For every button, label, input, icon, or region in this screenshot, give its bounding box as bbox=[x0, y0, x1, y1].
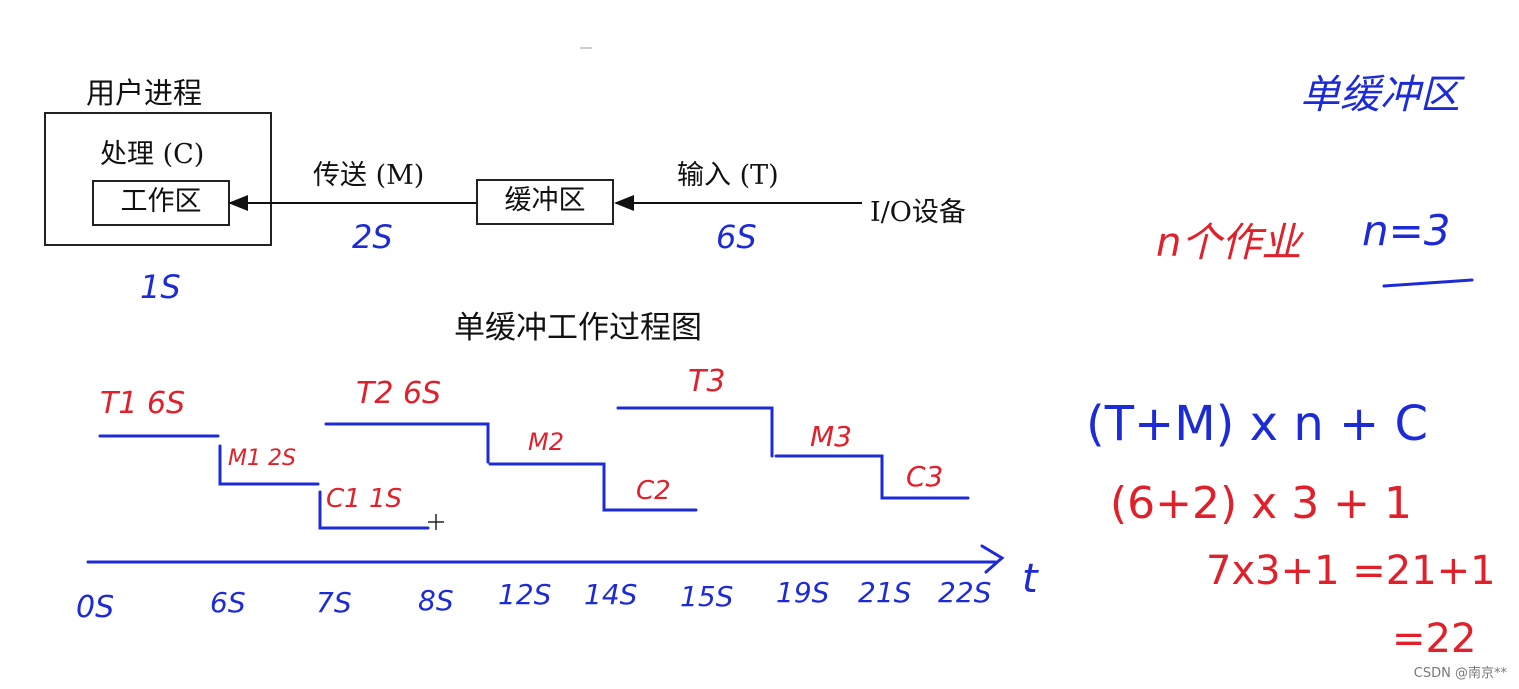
segment-t3 bbox=[616, 406, 774, 458]
formula-line-2: (6+2) x 3 + 1 bbox=[1110, 478, 1413, 529]
transfer-label: 传送 (M) bbox=[313, 160, 425, 191]
user-process-label: 用户进程 bbox=[86, 76, 203, 110]
time-axis-arrowhead bbox=[980, 544, 1005, 574]
segment-t2 bbox=[324, 422, 490, 464]
tick-label: 8S bbox=[418, 584, 454, 617]
diagram-title: 单缓冲工作过程图 bbox=[454, 310, 702, 346]
n-underline bbox=[1382, 278, 1474, 288]
formula-line-4: =22 bbox=[1392, 616, 1477, 662]
label-m3: M3 bbox=[810, 420, 852, 453]
label-m1: M1 2S bbox=[228, 446, 296, 471]
io-device-label: I/O设备 bbox=[870, 197, 966, 228]
label-c1: C1 1S bbox=[326, 484, 403, 514]
label-c3: C3 bbox=[906, 460, 944, 493]
user-process-box: 处理 (C) 工作区 bbox=[44, 112, 272, 246]
tick-label: 22S bbox=[938, 576, 992, 609]
n-jobs-note: n个作业 bbox=[1156, 220, 1302, 266]
work-area-box: 工作区 bbox=[92, 180, 230, 226]
label-t3: T3 bbox=[688, 364, 726, 399]
segment-m2 bbox=[488, 462, 698, 512]
input-label: 输入 (T) bbox=[677, 160, 779, 191]
tick-label: 0S bbox=[76, 590, 115, 625]
label-c2: C2 bbox=[636, 476, 671, 506]
tick-label: 6S bbox=[210, 586, 246, 619]
tick-label: 7S bbox=[316, 586, 352, 619]
time-m-note: 2S bbox=[352, 218, 393, 256]
label-t1: T1 6S bbox=[100, 386, 186, 421]
buffer-label: 缓冲区 bbox=[504, 185, 586, 216]
segment-m3 bbox=[774, 454, 970, 500]
tick-label: 21S bbox=[858, 576, 912, 609]
axis-label-t: t bbox=[1022, 556, 1038, 602]
segment-c1 bbox=[318, 490, 430, 530]
tick-label: 12S bbox=[498, 578, 552, 611]
watermark: CSDN @南京** bbox=[1413, 666, 1507, 681]
formula-line-3: 7x3+1 =21+1 bbox=[1206, 548, 1496, 594]
buffer-box: 缓冲区 bbox=[476, 179, 614, 225]
n-value: n=3 bbox=[1362, 206, 1451, 255]
tick-label: 14S bbox=[584, 578, 638, 611]
label-m2: M2 bbox=[528, 428, 564, 456]
formula-line-1: (T+M) x n + C bbox=[1086, 396, 1428, 452]
tick-label: 15S bbox=[680, 580, 734, 613]
tick-label: 19S bbox=[776, 576, 830, 609]
work-area-label: 工作区 bbox=[120, 186, 202, 217]
processing-label: 处理 (C) bbox=[100, 139, 205, 170]
time-c-note: 1S bbox=[140, 268, 181, 306]
single-buffer-heading: 单缓冲区 bbox=[1300, 72, 1460, 118]
crosshair-cursor-icon bbox=[428, 514, 444, 530]
time-t-note: 6S bbox=[716, 218, 757, 256]
label-t2: T2 6S bbox=[356, 376, 442, 411]
segment-m1 bbox=[218, 444, 320, 486]
